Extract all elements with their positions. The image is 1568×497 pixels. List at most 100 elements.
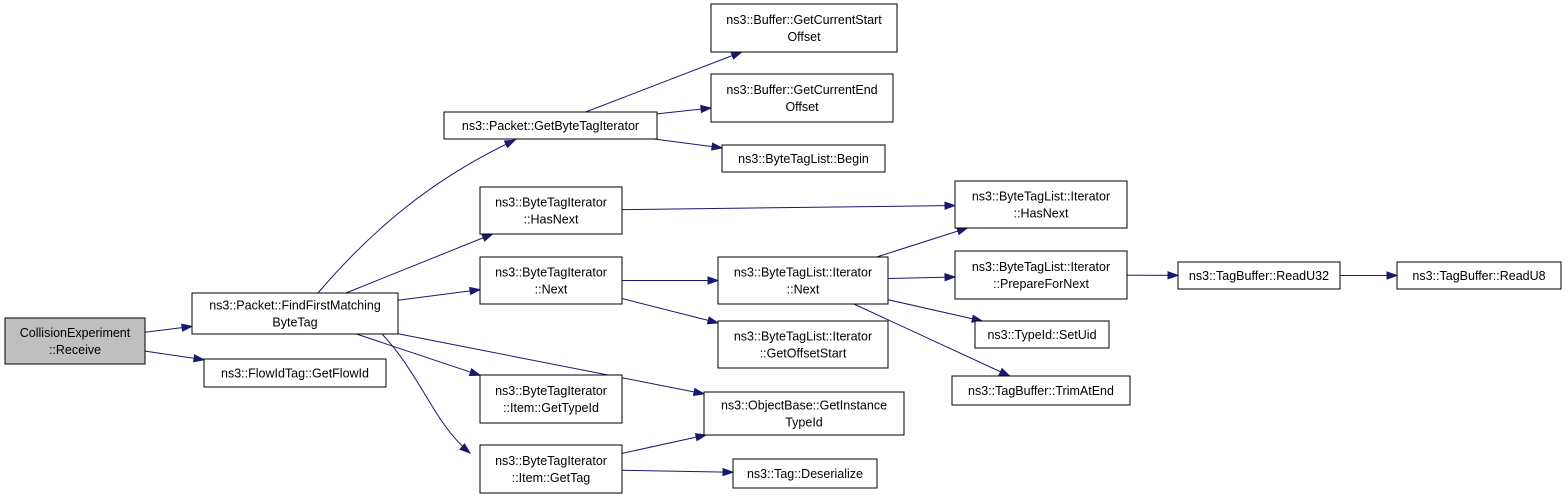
edge-getbytetagit-to-begin xyxy=(653,138,724,151)
arrowhead-icon xyxy=(956,227,969,236)
node-box xyxy=(479,444,623,494)
node-box xyxy=(710,3,898,53)
arrowhead-icon xyxy=(730,51,744,60)
edge-line xyxy=(356,333,481,376)
edge-line xyxy=(621,469,734,473)
arrowhead-icon xyxy=(998,367,1012,377)
edge-findfirst-to-next xyxy=(397,286,482,301)
edge-line xyxy=(621,298,719,324)
arrowhead-icon xyxy=(706,316,720,325)
node-hasnext[interactable]: ns3::ByteTagIterator::HasNext xyxy=(479,186,623,235)
node-label: ns3::ByteTagList::Begin xyxy=(738,152,869,166)
edge-line xyxy=(653,138,723,149)
node-label: ns3::TypeId::SetUid xyxy=(987,328,1096,342)
edge-findfirst-to-itemgettypeid xyxy=(356,333,482,376)
edge-line xyxy=(585,51,742,113)
node-label: ::Next xyxy=(787,283,820,297)
node-listnext[interactable]: ns3::ByteTagList::Iterator::Next xyxy=(717,256,889,305)
arrowhead-icon xyxy=(700,104,713,114)
node-setuid[interactable]: ns3::TypeId::SetUid xyxy=(974,320,1110,349)
node-box xyxy=(4,317,146,365)
node-box xyxy=(479,374,623,424)
edge-receive-to-findfirst xyxy=(144,323,194,333)
node-label: ns3::ObjectBase::GetInstance xyxy=(721,399,887,413)
arrowhead-icon xyxy=(469,286,482,296)
node-getoffsetstart[interactable]: ns3::ByteTagList::Iterator::GetOffsetSta… xyxy=(717,320,889,369)
edge-listnext-to-trimatend xyxy=(853,303,1012,377)
edge-listnext-to-preparefornext xyxy=(887,273,957,282)
edge-findfirst-to-getbytetagit xyxy=(317,139,517,294)
node-label: ::Item::GetTag xyxy=(512,471,591,485)
node-box xyxy=(951,375,1131,406)
node-label: ns3::ByteTagList::Iterator xyxy=(972,190,1110,204)
node-label: ns3::ByteTagList::Iterator xyxy=(734,330,872,344)
node-receive[interactable]: CollisionExperiment::Receive xyxy=(4,317,146,365)
node-label: ::HasNext xyxy=(1014,207,1069,221)
node-label: ns3::ByteTagIterator xyxy=(495,384,607,398)
edge-line xyxy=(887,276,956,280)
node-begin[interactable]: ns3::ByteTagList::Begin xyxy=(721,144,886,173)
arrowhead-icon xyxy=(1167,271,1180,280)
node-box xyxy=(1396,261,1562,290)
node-label: ns3::FlowIdTag::GetFlowId xyxy=(221,367,369,381)
node-box xyxy=(1177,261,1341,290)
arrowhead-icon xyxy=(711,142,724,151)
node-label: ::Next xyxy=(535,283,568,297)
edge-line xyxy=(876,227,968,258)
node-label: TypeId xyxy=(785,416,823,430)
node-label: ::Receive xyxy=(49,343,101,357)
arrowhead-icon xyxy=(722,467,735,477)
node-label: ns3::ByteTagIterator xyxy=(495,454,607,468)
arrowhead-icon xyxy=(694,433,708,442)
node-box xyxy=(954,180,1128,229)
node-box xyxy=(703,391,905,436)
node-label: ::PrepareForNext xyxy=(993,277,1089,291)
node-preparefornext[interactable]: ns3::ByteTagList::Iterator::PrepareForNe… xyxy=(954,250,1128,300)
node-readu8[interactable]: ns3::TagBuffer::ReadU8 xyxy=(1396,261,1562,290)
arrowhead-icon xyxy=(481,233,494,242)
node-box xyxy=(191,292,399,335)
node-readu32[interactable]: ns3::TagBuffer::ReadU32 xyxy=(1177,261,1341,290)
arrowhead-icon xyxy=(503,139,517,149)
node-trimatend[interactable]: ns3::TagBuffer::TrimAtEnd xyxy=(951,375,1131,406)
node-itemgettag[interactable]: ns3::ByteTagIterator::Item::GetTag xyxy=(479,444,623,494)
edge-findfirst-to-getinsttypeid xyxy=(397,333,706,396)
node-box xyxy=(443,111,658,140)
arrowhead-icon xyxy=(692,387,706,396)
edge-listnext-to-setuid xyxy=(887,299,984,323)
arrowhead-icon xyxy=(181,323,194,332)
node-box xyxy=(721,144,886,173)
edge-getbytetagit-to-curend xyxy=(656,104,713,115)
arrowhead-icon xyxy=(468,367,482,376)
edge-line xyxy=(397,289,481,301)
edge-itemgettag-to-getinsttypeid xyxy=(621,433,708,454)
node-itemgettypeid[interactable]: ns3::ByteTagIterator::Item::GetTypeId xyxy=(479,374,623,424)
node-deserialize[interactable]: ns3::Tag::Deserialize xyxy=(732,458,878,489)
arrowhead-icon xyxy=(944,201,957,210)
node-label: Offset xyxy=(787,30,821,44)
node-label: ns3::ByteTagList::Iterator xyxy=(972,260,1110,274)
node-label: ::HasNext xyxy=(524,213,579,227)
node-getflowid[interactable]: ns3::FlowIdTag::GetFlowId xyxy=(203,358,387,388)
node-label: ByteTag xyxy=(272,316,317,330)
edge-next-to-listnext xyxy=(622,276,720,285)
node-label: Offset xyxy=(785,100,819,114)
arrowhead-icon xyxy=(1386,271,1399,280)
node-box xyxy=(479,186,623,235)
node-label: ns3::ByteTagIterator xyxy=(495,266,607,280)
edge-findfirst-to-hasnext xyxy=(345,233,494,294)
edge-receive-to-getflowid xyxy=(144,350,206,363)
edge-line xyxy=(887,299,983,322)
node-next[interactable]: ns3::ByteTagIterator::Next xyxy=(479,256,623,305)
node-box xyxy=(974,320,1110,349)
arrowhead-icon xyxy=(944,273,957,282)
node-label: ns3::Buffer::GetCurrentEnd xyxy=(726,83,877,97)
node-label: ns3::TagBuffer::ReadU32 xyxy=(1189,269,1329,283)
node-getbytetagit[interactable]: ns3::Packet::GetByteTagIterator xyxy=(443,111,658,140)
node-listhasnext[interactable]: ns3::ByteTagList::Iterator::HasNext xyxy=(954,180,1128,229)
